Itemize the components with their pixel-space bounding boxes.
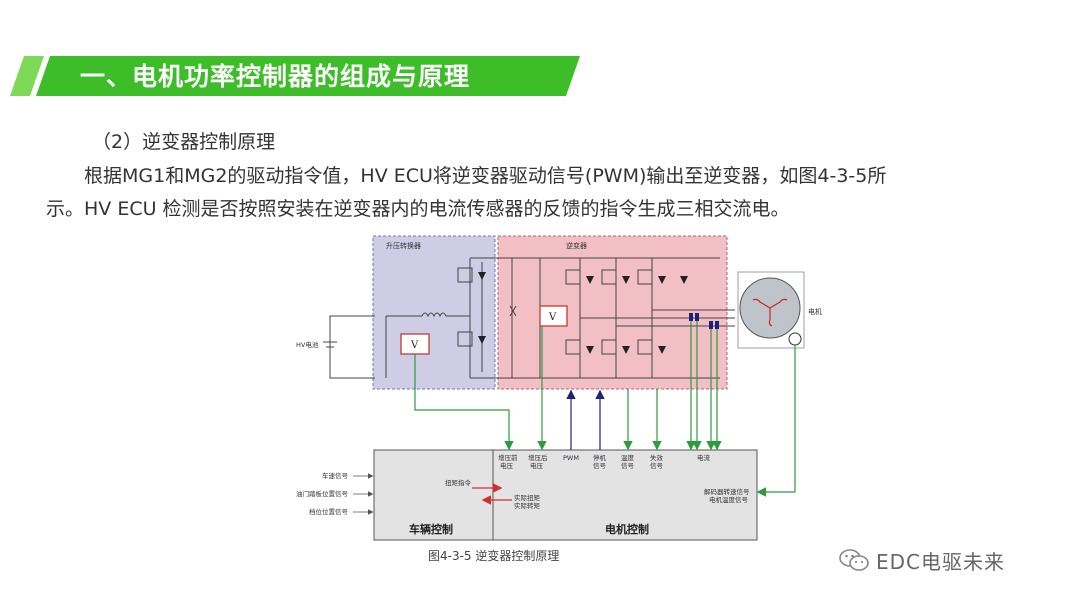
input-vehicle-speed: 车速信号 <box>322 471 349 480</box>
inverter-label: 逆变器 <box>566 241 587 250</box>
ecu-label-pwm: PWM <box>563 454 579 462</box>
section-subheading: （2）逆变器控制原理 <box>92 131 276 153</box>
inverter-circuit <box>509 258 735 378</box>
inverter-region <box>497 235 728 390</box>
hv-battery-label: HV电池 <box>296 340 319 349</box>
ecu-label-failure-1: 失效 <box>650 453 664 462</box>
ecu-label-temp-1: 温度 <box>621 453 635 462</box>
ecu-label-current: 电流 <box>697 453 711 462</box>
ecu-motor-control-label: 电机控制 <box>605 522 649 536</box>
ecu-label-temp-2: 信号 <box>621 461 635 470</box>
inverter-voltage-symbol: V <box>548 312 557 323</box>
ecu-label-shutdown-1: 停机 <box>593 453 607 462</box>
current-sensors <box>689 313 719 329</box>
hv-ecu-box <box>373 449 758 541</box>
motor <box>737 271 805 349</box>
resolver-speed-label: 解码器转速信号 <box>704 487 750 496</box>
ecu-label-post-boost-2: 电压 <box>530 461 544 470</box>
hv-battery <box>323 315 375 379</box>
title-banner <box>10 56 580 96</box>
ecu-label-pre-boost-1: 增压前 <box>498 453 518 462</box>
ecu-label-post-boost-1: 增压后 <box>528 453 548 462</box>
inverter-diodes <box>586 276 688 354</box>
page-title: 一、电机功率控制器的组成与原理 <box>80 62 471 91</box>
actual-torque-label-2: 实际转矩 <box>514 501 541 510</box>
body-paragraph: 根据MG1和MG2的驱动指令值，HV ECU将逆变器驱动信号(PWM)输出至逆变… <box>46 160 1056 226</box>
input-shift-position: 档位位置信号 <box>309 507 349 516</box>
boost-converter-region <box>372 235 496 390</box>
ecu-label-shutdown-2: 信号 <box>593 461 607 470</box>
title-banner-shape <box>10 56 580 96</box>
ecu-label-failure-2: 信号 <box>650 461 664 470</box>
ecu-label-pre-boost-2: 电压 <box>500 461 514 470</box>
boost-voltage-symbol: V <box>410 340 419 351</box>
boost-circuit <box>385 257 720 379</box>
figure-caption: 图4-3-5 逆变器控制原理 <box>428 548 559 563</box>
motor-temp-label: 电机温度信号 <box>709 495 749 504</box>
wechat-icon <box>839 549 869 571</box>
paragraph-line-1: 根据MG1和MG2的驱动指令值，HV ECU将逆变器驱动信号(PWM)输出至逆变… <box>84 165 887 187</box>
actual-torque-label-1: 实际扭矩 <box>514 493 541 502</box>
boost-diodes <box>478 272 486 344</box>
watermark: EDC电驱未来 <box>838 545 1005 575</box>
boost-converter-label: 升压转换器 <box>386 241 421 250</box>
inverter-voltage-sensor <box>539 305 568 327</box>
motor-label: 电机 <box>808 307 822 316</box>
ecu-vehicle-control-label: 车辆控制 <box>409 522 453 536</box>
watermark-text: EDC电驱未来 <box>876 549 1006 574</box>
input-accelerator-position: 油门踏板位置信号 <box>296 489 349 498</box>
paragraph-line-2: 示。HV ECU 检测是否按照安装在逆变器内的电流传感器的反馈的指令生成三相交流… <box>46 198 790 220</box>
torque-command-label: 扭矩指令 <box>445 478 472 487</box>
